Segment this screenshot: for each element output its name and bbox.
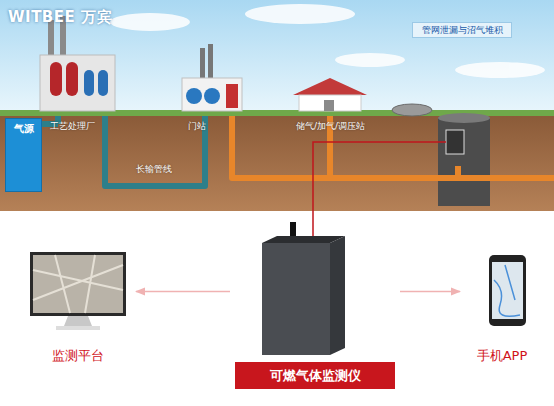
station-building [182,78,242,111]
pipeline-label: 长输管线 [136,164,172,175]
antenna [290,222,296,238]
tank [204,88,220,104]
soil [0,114,554,211]
chimney [200,48,205,82]
device-side [330,236,345,355]
node-text: 监测平台 [22,348,134,363]
phone-body [489,255,526,326]
device-front [262,243,330,355]
node-text: 气源 [6,123,41,135]
phone-screen [492,262,523,319]
callout-box: 管网泄漏与沼气堆积 [412,22,512,38]
node-text: 管网泄漏与沼气堆积 [413,25,511,36]
gas-monitor-device: 可燃气体监测仪 [232,220,398,394]
cloud [110,13,190,31]
monitor-screen [33,255,123,313]
signal-wire [313,142,446,236]
tank [98,70,108,96]
sky [0,0,554,114]
map-route [494,265,520,316]
cloud [335,53,405,67]
sensor-unit [446,130,464,154]
chimney [208,44,213,82]
roof [293,78,367,95]
pipelines [42,116,554,186]
unit [226,84,238,108]
brand-logo: WITBEE 万宾 [8,8,112,26]
phone-illustration [489,255,526,326]
node-text: 手机APP [462,348,542,363]
storage-station [293,78,367,111]
node-text: 可燃气体监测仪 [235,362,395,389]
plant-building [40,55,115,111]
long-pipe [42,116,205,186]
chimney [48,20,54,60]
clouds [110,4,545,78]
tank [50,62,62,96]
cloud [245,4,355,24]
site-label: 储气/加气/调压站 [296,121,365,132]
door [324,100,334,111]
gas-source-tank: 气源 [5,118,42,192]
map-roads [33,255,123,313]
monitoring-platform: 监测平台 [22,246,134,366]
wall [299,95,361,111]
manhole-lid [392,104,432,116]
monitor-illustration [30,252,126,330]
data-flow-arrow [136,291,230,293]
mobile-app: 手机APP [462,246,542,366]
cloud [455,62,545,78]
manhole-shaft [438,118,490,206]
monitor-stand [64,316,92,326]
data-flow-arrow [400,291,460,293]
manhole-rim [438,113,490,123]
site-label: 工艺处理厂 [50,121,95,132]
site-label: 门站 [188,121,206,132]
tank [84,70,94,96]
process-plant [40,16,115,111]
monitor-base [56,326,100,330]
device-illustration [262,222,345,355]
distribution-pipe [232,116,554,178]
tank [66,62,78,96]
tank [186,88,202,104]
gate-station [182,44,242,111]
manhole [392,104,490,206]
monitor-bezel [30,252,126,316]
